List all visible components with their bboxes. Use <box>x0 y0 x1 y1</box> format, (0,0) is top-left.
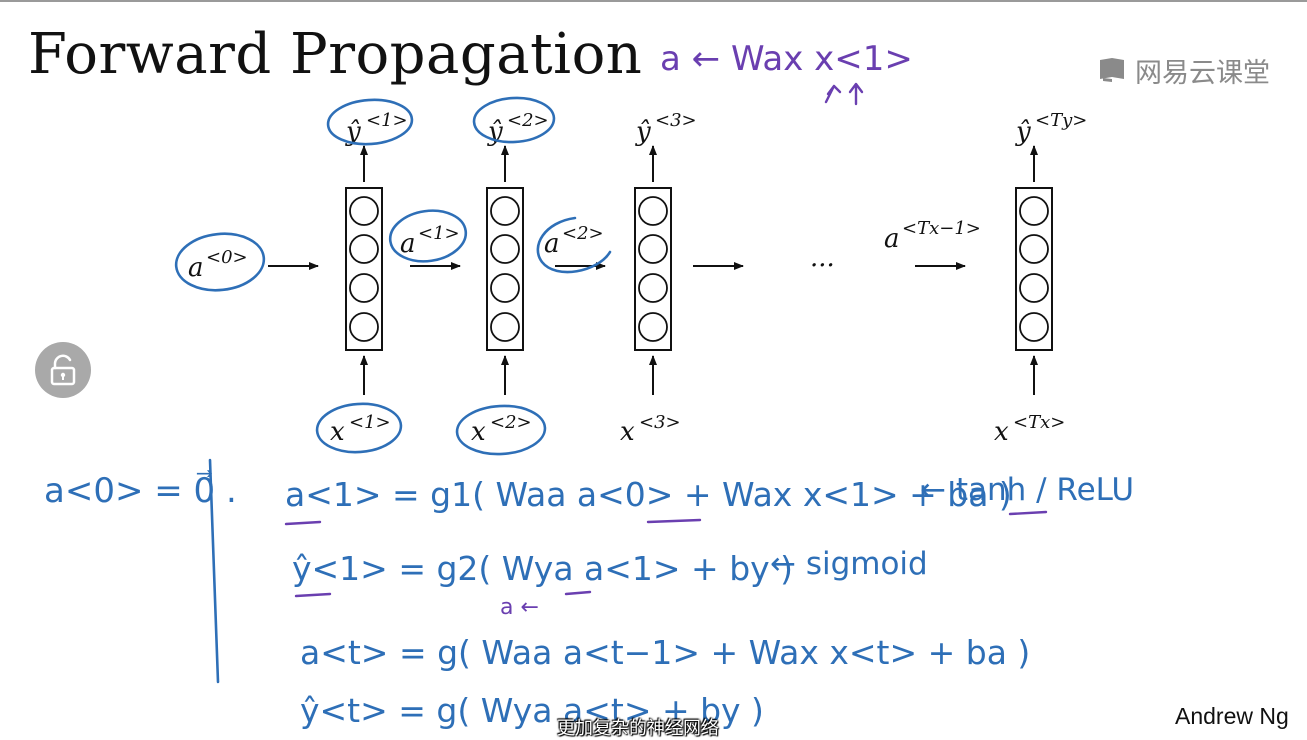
input-label-4: x <Tx> <box>994 412 1065 447</box>
equation-y1-subnote: a ← <box>500 595 539 620</box>
svg-text:x: x <box>620 417 635 447</box>
book-icon <box>1100 58 1124 82</box>
svg-text:<2>: <2> <box>562 223 604 244</box>
svg-text:x: x <box>471 417 486 447</box>
output-label-4: ŷ <Ty> <box>1015 110 1087 147</box>
svg-text:<1>: <1> <box>418 223 460 244</box>
svg-text:<3>: <3> <box>655 110 697 131</box>
author-name: Andrew Ng <box>1175 703 1289 729</box>
input-label-3: x <3> <box>620 412 681 447</box>
svg-text:<1>: <1> <box>349 412 391 433</box>
top-border <box>0 0 1307 2</box>
rnn-cell-1 <box>345 187 383 351</box>
output-arrows <box>360 145 1038 182</box>
equation-y1: ŷ<1> = g2( Wya a<1> + by ) <box>292 549 793 588</box>
unlock-icon <box>50 354 76 386</box>
equation-at: a<t> = g( Waa a<t−1> + Wax x<t> + ba ) <box>300 633 1030 672</box>
activation-label-0: a <0> <box>188 247 248 283</box>
init-equation: a<0> = 0⃗ . <box>44 470 237 511</box>
svg-text:ŷ: ŷ <box>345 117 361 147</box>
input-arrows <box>360 355 1038 395</box>
output-label-1: ŷ <1> <box>345 110 408 147</box>
output-label-3: ŷ <3> <box>635 110 697 147</box>
equation-a1-note: ← tanh / ReLU <box>920 472 1134 508</box>
input-label-1: x <1> <box>330 412 391 447</box>
equation-y1-note: ← sigmoid <box>770 546 928 582</box>
ellipsis: ··· <box>810 251 835 281</box>
svg-text:<3>: <3> <box>639 412 681 433</box>
watermark-logo: 网易云课堂 <box>1097 52 1270 89</box>
equation-a1: a<1> = g1( Waa a<0> + Wax x<1> + ba ) <box>285 475 1012 514</box>
top-note-marks <box>824 82 864 106</box>
svg-text:a: a <box>400 229 416 259</box>
lock-toggle-button[interactable] <box>35 342 91 398</box>
eq2-underlines <box>294 590 592 598</box>
top-handwritten-note: a ← Wax x<1> <box>660 39 913 79</box>
svg-text:x: x <box>994 417 1009 447</box>
svg-text:a: a <box>188 253 204 283</box>
activation-label-1: a <1> <box>400 223 460 259</box>
svg-text:<Ty>: <Ty> <box>1035 110 1087 131</box>
activation-label-tx-1: a <Tx−1> <box>884 218 981 254</box>
equation-yt: ŷ<t> = g( Wya a<t> + by ) <box>300 691 764 730</box>
slide-title: Forward Propagation <box>28 22 643 87</box>
separator-line <box>208 458 220 684</box>
svg-text:x: x <box>330 417 345 447</box>
svg-text:ŷ: ŷ <box>1015 117 1031 147</box>
svg-text:a: a <box>544 229 560 259</box>
eq1-underlines <box>284 518 702 526</box>
rnn-cell-3 <box>634 187 672 351</box>
activation-label-2: a <2> <box>544 223 604 259</box>
input-label-2: x <2> <box>471 412 532 447</box>
rnn-cell-2 <box>486 187 524 351</box>
svg-text:<Tx−1>: <Tx−1> <box>902 218 981 239</box>
svg-text:<1>: <1> <box>366 110 408 131</box>
watermark-text: 网易云课堂 <box>1135 57 1270 89</box>
svg-text:<2>: <2> <box>507 110 549 131</box>
svg-text:<2>: <2> <box>490 412 532 433</box>
rnn-cell-4 <box>1015 187 1053 351</box>
svg-text:a: a <box>884 224 900 254</box>
svg-text:<0>: <0> <box>206 247 248 268</box>
svg-text:ŷ: ŷ <box>635 117 651 147</box>
video-subtitle: 更加复杂的神经网络 <box>557 718 719 739</box>
eq1-note-underline <box>1008 510 1048 516</box>
svg-text:<Tx>: <Tx> <box>1013 412 1065 433</box>
handwritten-circles <box>174 96 612 456</box>
